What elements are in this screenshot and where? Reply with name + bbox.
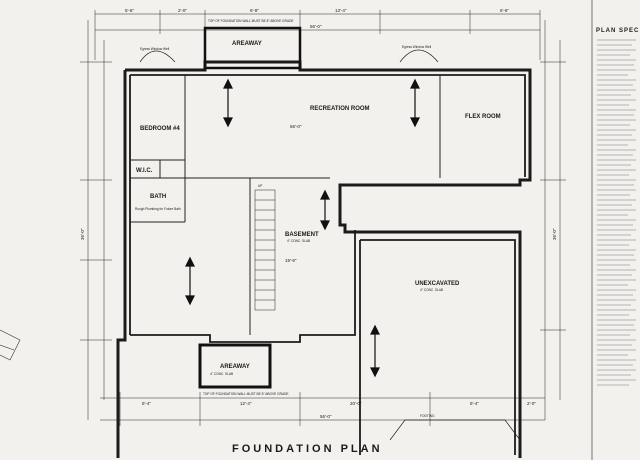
areaway-bottom-note: TOP OF FOUNDATION WALL MUST BE 8" ABOVE …: [203, 392, 289, 396]
dim-top-2: 2'-0": [178, 8, 187, 13]
egress-left-note: Egress Window Well: [140, 47, 169, 51]
room-basement-label: BASEMENT: [285, 232, 319, 238]
spec-header: PLAN SPEC: [596, 28, 639, 34]
dim-right-overall: 36'-0": [552, 228, 557, 240]
room-bedroom-label: BEDROOM #4: [140, 126, 180, 132]
areaway-bottom: [198, 343, 272, 389]
dim-bottom-4: 5'-4": [470, 401, 479, 406]
egress-right-note: Egress Window Well: [402, 45, 431, 49]
bottom-dimension-lines: [100, 392, 545, 426]
room-flex-label: FLEX ROOM: [465, 114, 501, 120]
foundation-walls: [116, 60, 532, 458]
unexcavated-slab-label: 4" CONC. SLAB: [420, 288, 443, 292]
top-dimension-lines: [94, 10, 541, 60]
dim-basement-span: 19'-9": [285, 258, 297, 263]
areaway-top: [203, 26, 302, 70]
basement-slab-label: 4" CONC. SLAB: [287, 239, 310, 243]
dim-top-3: 6'-8": [250, 8, 259, 13]
dim-bottom-1: 5'-4": [142, 401, 151, 406]
dim-left-overall: 36'-0": [80, 228, 85, 240]
room-unexcavated-label: UNEXCAVATED: [415, 281, 460, 287]
dim-top-overall: 56'-0": [310, 24, 322, 29]
areaway-bottom-slab: 4" CONC. SLAB: [210, 372, 233, 376]
bath-note: Rough Plumbing for Future Bath: [135, 207, 181, 211]
plan-title: FOUNDATION PLAN: [232, 443, 383, 455]
room-bath-label: BATH: [150, 194, 166, 200]
interior-partitions: [130, 75, 441, 335]
side-dimension-lines: [80, 20, 566, 420]
areaway-top-label: AREAWAY: [232, 41, 262, 47]
dim-top-5: 6'-6": [500, 8, 509, 13]
joist-direction-arrows: [185, 78, 420, 378]
room-wic-label: W.I.C.: [136, 168, 153, 174]
footing-detail: [389, 419, 521, 441]
dim-bottom-overall: 56'-0": [320, 414, 332, 419]
dim-bottom-5: 2'-0": [527, 401, 536, 406]
egress-well-left: [139, 50, 176, 63]
dim-bottom-3: 20'-0": [350, 401, 362, 406]
dim-rec-room-span: 56'-0": [290, 124, 302, 129]
areaway-top-note: TOP OF FOUNDATION WALL MUST BE 8" ABOVE …: [208, 19, 294, 23]
stair-up-label: UP: [258, 184, 262, 188]
dim-top-4: 13'-4": [335, 8, 347, 13]
stair-treads: [254, 189, 276, 311]
spec-text-lines: [597, 39, 636, 386]
dim-bottom-2: 12'-4": [240, 401, 252, 406]
egress-well-right: [399, 49, 439, 63]
footing-note: FOOTING: [420, 414, 435, 418]
room-recreation-label: RECREATION ROOM: [310, 106, 370, 112]
left-detail-fragment: [0, 329, 21, 361]
dim-top-1: 5'-6": [125, 8, 134, 13]
areaway-bottom-label: AREAWAY: [220, 364, 250, 370]
inner-walls: [129, 74, 526, 455]
